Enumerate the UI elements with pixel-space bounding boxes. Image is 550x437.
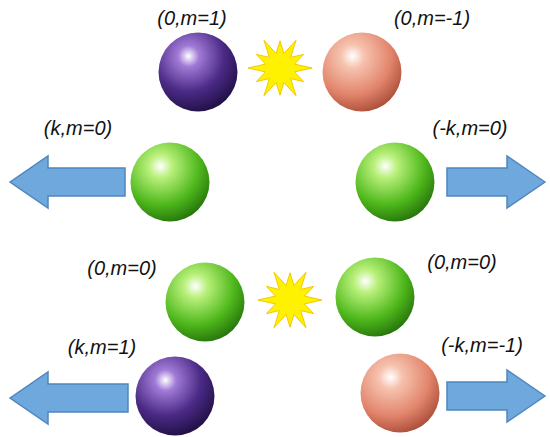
sphere xyxy=(130,142,210,222)
motion-arrow xyxy=(10,372,128,424)
state-label: (0,m=0) xyxy=(427,251,496,274)
particle-m-plus: (0,m=1) xyxy=(158,32,238,112)
motion-arrow xyxy=(10,156,125,208)
sphere-body xyxy=(356,143,435,222)
sphere xyxy=(158,32,238,112)
particle-m-minus: (0,m=-1) xyxy=(322,32,402,112)
particle-m-plus: (k,m=1) xyxy=(135,356,215,436)
state-label: (0,m=1) xyxy=(157,7,226,30)
sphere xyxy=(135,356,215,436)
sphere xyxy=(355,142,435,222)
sphere-body xyxy=(323,33,402,112)
state-label: (k,m=0) xyxy=(44,117,112,140)
state-label: (-k,m=0) xyxy=(433,117,508,140)
state-label: (0,m=0) xyxy=(87,257,156,280)
sphere-body xyxy=(336,258,415,337)
sphere-body xyxy=(166,263,245,342)
particle-m-zero: (k,m=0) xyxy=(130,142,210,222)
collision-star xyxy=(258,272,322,327)
motion-arrow xyxy=(447,370,545,422)
collision-star xyxy=(248,40,312,95)
sphere xyxy=(360,353,440,433)
sphere-body xyxy=(361,354,440,433)
motion-arrow xyxy=(447,156,545,208)
particle-m-zero: (0,m=0) xyxy=(335,257,415,337)
sphere-body xyxy=(131,143,210,222)
sphere xyxy=(322,32,402,112)
sphere-body xyxy=(159,33,238,112)
particle-m-zero: (0,m=0) xyxy=(165,262,245,342)
state-label: (-k,m=-1) xyxy=(441,334,523,357)
sphere xyxy=(165,262,245,342)
sphere-body xyxy=(136,357,215,436)
particle-m-zero: (-k,m=0) xyxy=(355,142,435,222)
sphere xyxy=(335,257,415,337)
particle-m-minus: (-k,m=-1) xyxy=(360,353,440,433)
state-label: (k,m=1) xyxy=(68,336,136,359)
state-label: (0,m=-1) xyxy=(394,7,470,30)
